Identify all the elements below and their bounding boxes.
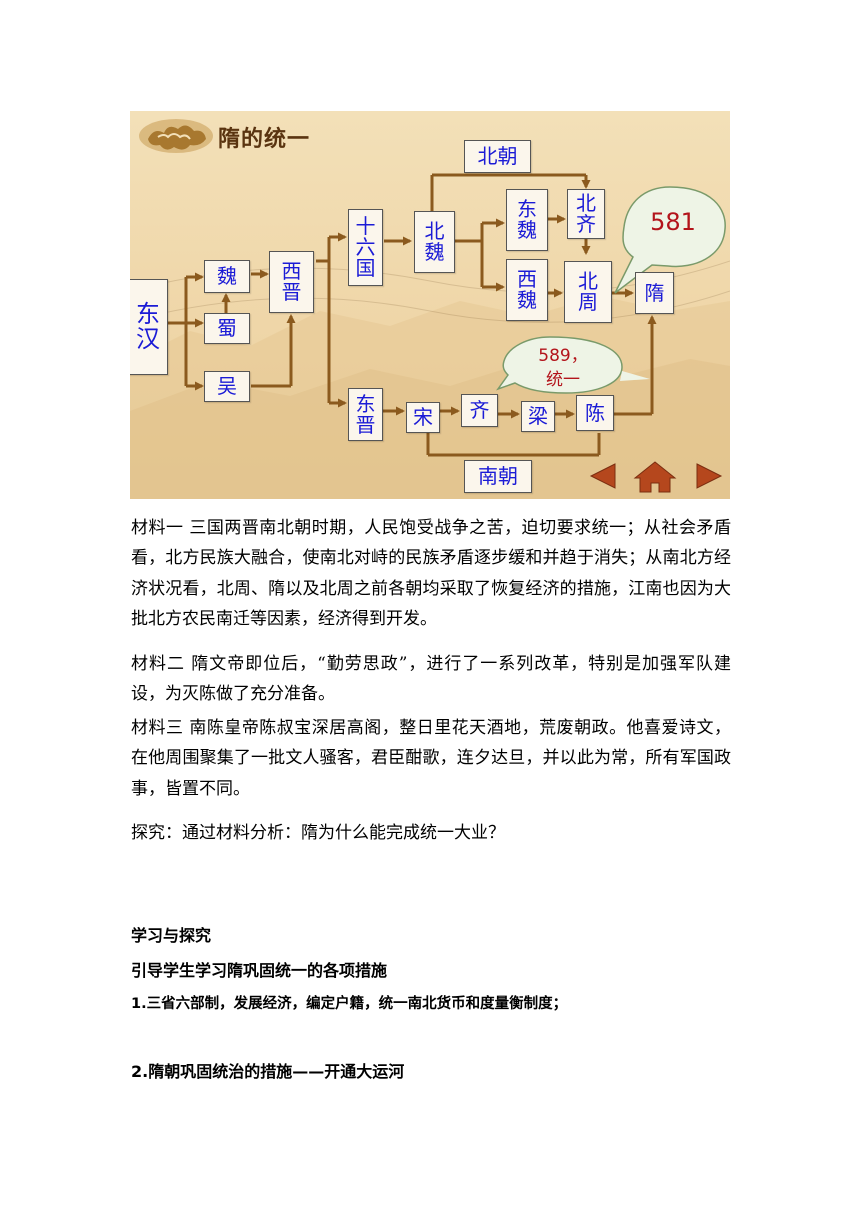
node-sui: 隋 <box>635 272 674 314</box>
node-xijin: 西晋 <box>269 251 314 313</box>
inquiry-question: 探究：通过材料分析：隋为什么能完成统一大业？ <box>131 823 505 843</box>
label-nanchao: 南朝 <box>464 460 532 493</box>
material-two: 材料二 隋文帝即位后，“勤劳思政”，进行了一系列改革，特别是加强军队建设，为灭陈… <box>131 654 731 705</box>
home-icon[interactable] <box>633 461 677 493</box>
node-beizhou: 北周 <box>564 261 612 323</box>
node-beiqi: 北齐 <box>567 189 605 239</box>
section-title: 学习与探究 <box>131 926 212 945</box>
node-shu: 蜀 <box>204 313 250 344</box>
node-beiwei: 北魏 <box>414 211 455 273</box>
prev-arrow-icon[interactable] <box>589 463 616 489</box>
next-arrow-icon[interactable] <box>696 463 723 489</box>
node-chen: 陈 <box>576 395 614 431</box>
point-one: 1.三省六部制，发展经济，编定户籍，统一南北货币和度量衡制度； <box>131 996 568 1012</box>
label-beichao: 北朝 <box>464 140 531 173</box>
node-wu: 吴 <box>204 371 250 402</box>
node-wei: 魏 <box>204 260 250 293</box>
slide-navigation <box>589 461 723 493</box>
cloud-ornament-icon <box>139 119 213 153</box>
node-xiwei: 西魏 <box>506 259 548 321</box>
node-qi: 齐 <box>461 394 498 427</box>
node-liang: 梁 <box>521 401 555 432</box>
dynasty-flowchart-slide: 隋的统一 <box>130 111 730 499</box>
guide-text: 引导学生学习隋巩固统一的各项措施 <box>131 961 388 980</box>
point-two: 2.隋朝巩固统治的措施——开通大运河 <box>131 1062 405 1081</box>
bubble-shapes <box>496 186 726 394</box>
material-one: 材料一 三国两晋南北朝时期，人民饱受战争之苦，迫切要求统一；从社会矛盾看，北方民… <box>131 518 731 629</box>
flowchart-arrows <box>167 173 726 457</box>
node-shiliuguo: 十六国 <box>348 209 383 286</box>
node-dongwei: 东魏 <box>506 189 548 251</box>
node-dongjin: 东晋 <box>348 388 383 441</box>
node-song: 宋 <box>406 402 440 433</box>
bubble-581: 581 <box>650 208 696 236</box>
material-three: 材料三 南陈皇帝陈叔宝深居高阁，整日里花天酒地，荒废朝政。他喜爱诗文，在他周围聚… <box>131 718 731 799</box>
node-donghan: 东汉 <box>130 279 168 375</box>
slide-title: 隋的统一 <box>218 127 311 152</box>
bubble-589-text: 统一 <box>546 370 580 390</box>
bubble-589-year: 589， <box>538 346 588 366</box>
